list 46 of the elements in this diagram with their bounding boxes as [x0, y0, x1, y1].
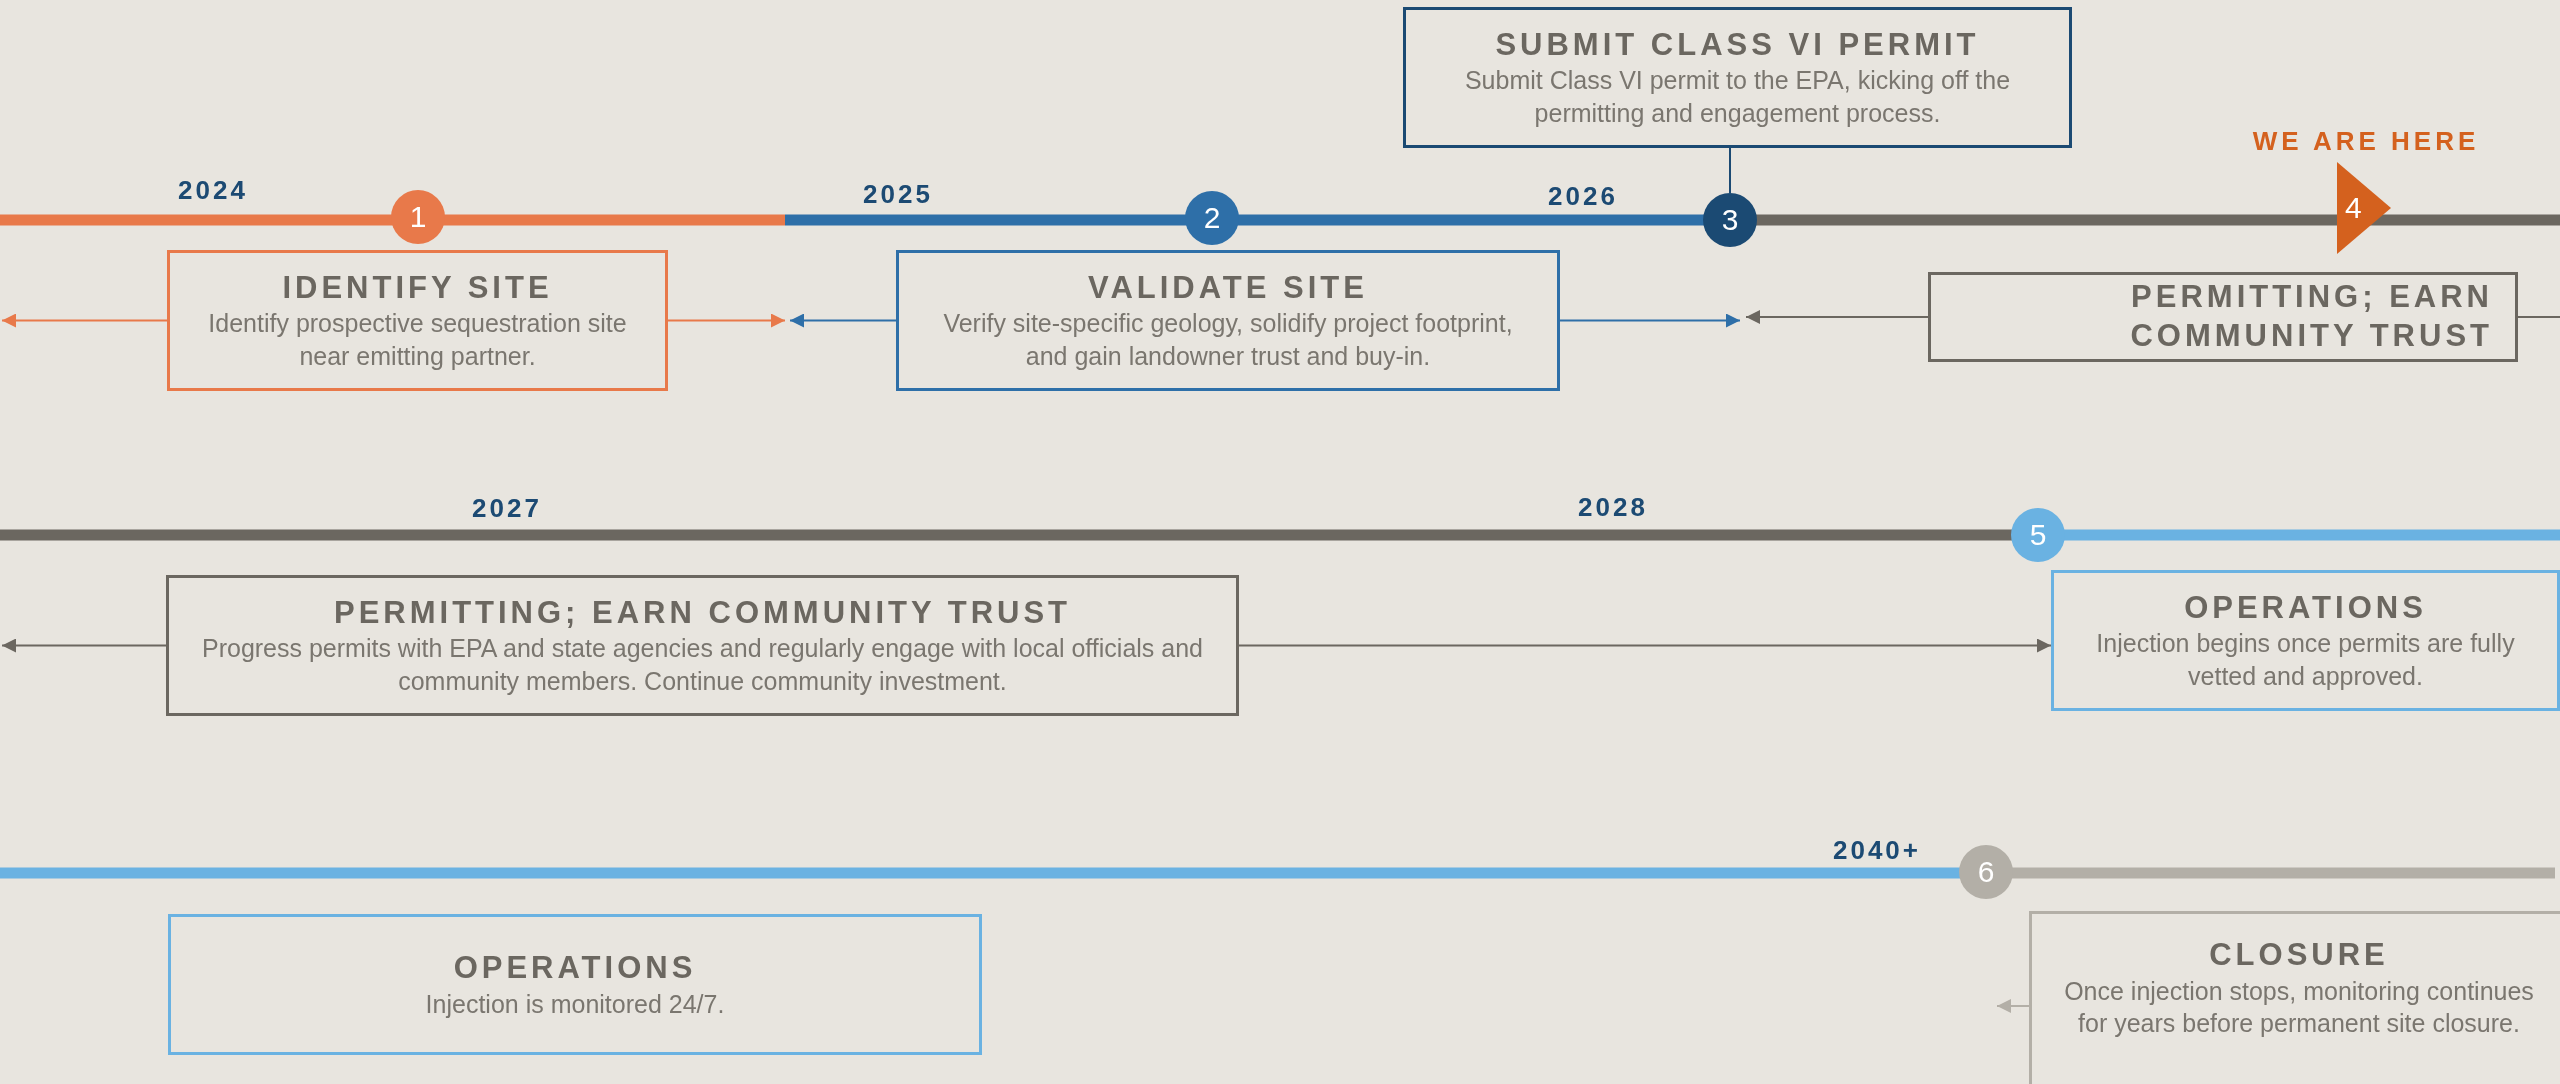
year-label: 2024: [178, 174, 248, 206]
year-label: 2025: [863, 178, 933, 210]
stage-title: SUBMIT CLASS VI PERMIT: [1495, 25, 1980, 64]
stage-description: Once injection stops, monitoring continues for years before permanent site closure.: [2063, 975, 2535, 1040]
stage-title: PERMITTING; EARN COMMUNITY TRUST: [333, 593, 1072, 632]
stage-card: [168, 914, 982, 1055]
step-marker: 3: [1703, 193, 1757, 247]
stage-card: [2051, 570, 2560, 711]
stage-card: [166, 575, 1239, 716]
stage-title: IDENTIFY SITE: [282, 268, 553, 307]
stage-title: OPERATIONS: [453, 948, 697, 987]
stage-title: CLOSURE: [2209, 936, 2389, 974]
arrow: [789, 313, 897, 328]
step-marker: 1: [391, 190, 445, 244]
year-label: 2040+: [1833, 834, 1921, 866]
arrow: [1745, 310, 1929, 324]
stage-card: [2029, 911, 2560, 1084]
stage-description: Injection begins once permits are fully vetted and approved.: [2095, 628, 2516, 692]
arrow: [1559, 313, 1741, 328]
step-marker: 6: [1959, 845, 2013, 899]
stage-title: VALIDATE SITE: [1088, 268, 1368, 307]
connector-line: [2517, 316, 2560, 318]
stage-title: OPERATIONS: [2184, 588, 2427, 627]
arrow: [1, 638, 167, 653]
stage-card: [1928, 272, 2518, 362]
year-label: 2027: [472, 492, 542, 524]
step-marker: 2: [1185, 191, 1239, 245]
year-label: 2026: [1548, 180, 1618, 212]
stage-description: Submit Class VI permit to the EPA, kicking off the permitting and engagement process.: [1463, 65, 2012, 129]
stage-description: Verify site-specific geology, solidify project footprint, and gain landowner trust and buy-in.: [942, 308, 1514, 372]
stage-description: Progress permits with EPA and state agencies and regularly engage with local officials and community members. Continue community investment.: [201, 633, 1204, 697]
arrow: [667, 313, 786, 328]
stage-description: Identify prospective sequestration site near emitting partner.: [207, 308, 628, 372]
connector-line: [1729, 147, 1731, 194]
stage-card: [1403, 7, 2072, 148]
stage-description: Injection is monitored 24/7.: [425, 988, 725, 1020]
arrow: [1, 313, 168, 328]
stage-card: [167, 250, 668, 391]
year-label: 2028: [1578, 491, 1648, 523]
current-step-marker: 4: [2337, 162, 2391, 254]
current-position-label: WE ARE HERE: [2252, 125, 2480, 157]
stage-card: [896, 250, 1560, 391]
arrow: [1996, 999, 2030, 1013]
arrow: [1238, 638, 2052, 653]
stage-title: PERMITTING; EARN COMMUNITY TRUST: [2129, 278, 2493, 355]
step-marker: 5: [2011, 508, 2065, 562]
